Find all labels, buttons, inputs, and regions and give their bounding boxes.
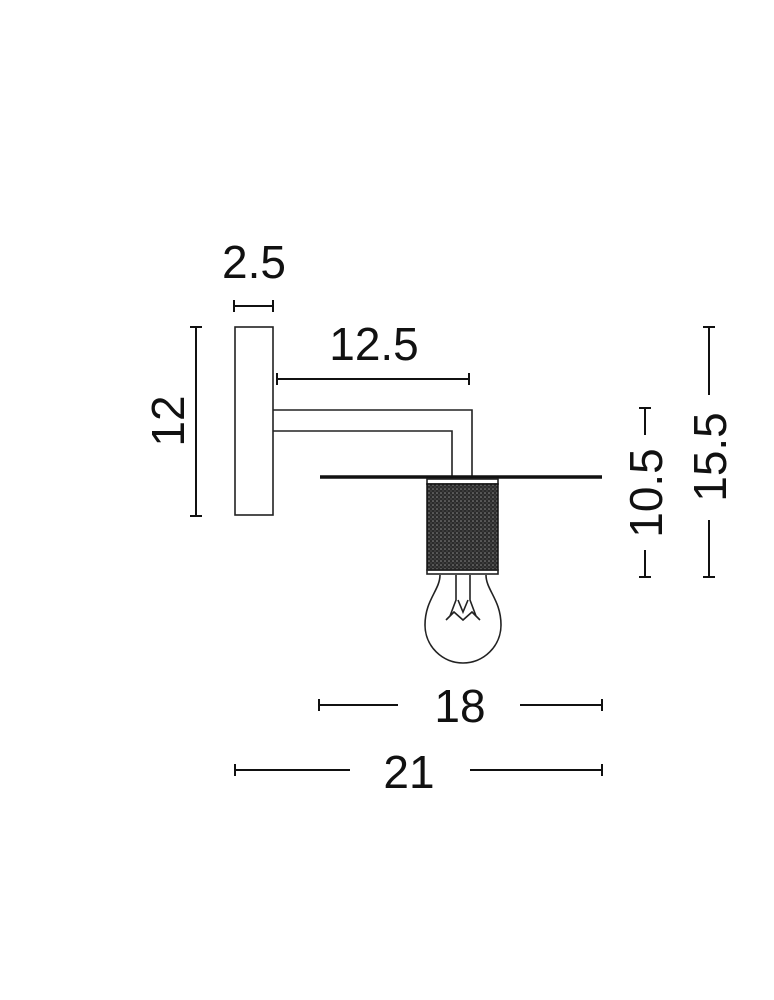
dim-line-total-width [234,764,603,776]
dim-label-total-height: 15.5 [684,412,736,502]
wall-backplate [234,326,274,516]
bulb-filament [445,575,481,622]
dim-line-backplate-height [190,326,202,517]
dim-label-canopy-width: 18 [434,680,485,732]
dim-line-canopy-width [318,699,603,711]
dim-label-arm-length: 12.5 [329,318,419,370]
dim-line-backplate-width [233,300,274,312]
lamp-arm [273,409,473,477]
dim-line-arm-length [276,373,470,385]
bulb-icon [424,574,502,664]
dim-line-total-height [703,326,715,578]
socket-collar-bottom [426,569,499,575]
dim-label-total-width: 21 [383,746,434,798]
dim-label-backplate-height: 12 [142,395,194,446]
dim-label-backplate-width: 2.5 [222,236,286,288]
dim-label-drop-height: 10.5 [620,448,672,538]
dim-line-drop-height [639,407,651,578]
knurled-socket [426,483,499,571]
